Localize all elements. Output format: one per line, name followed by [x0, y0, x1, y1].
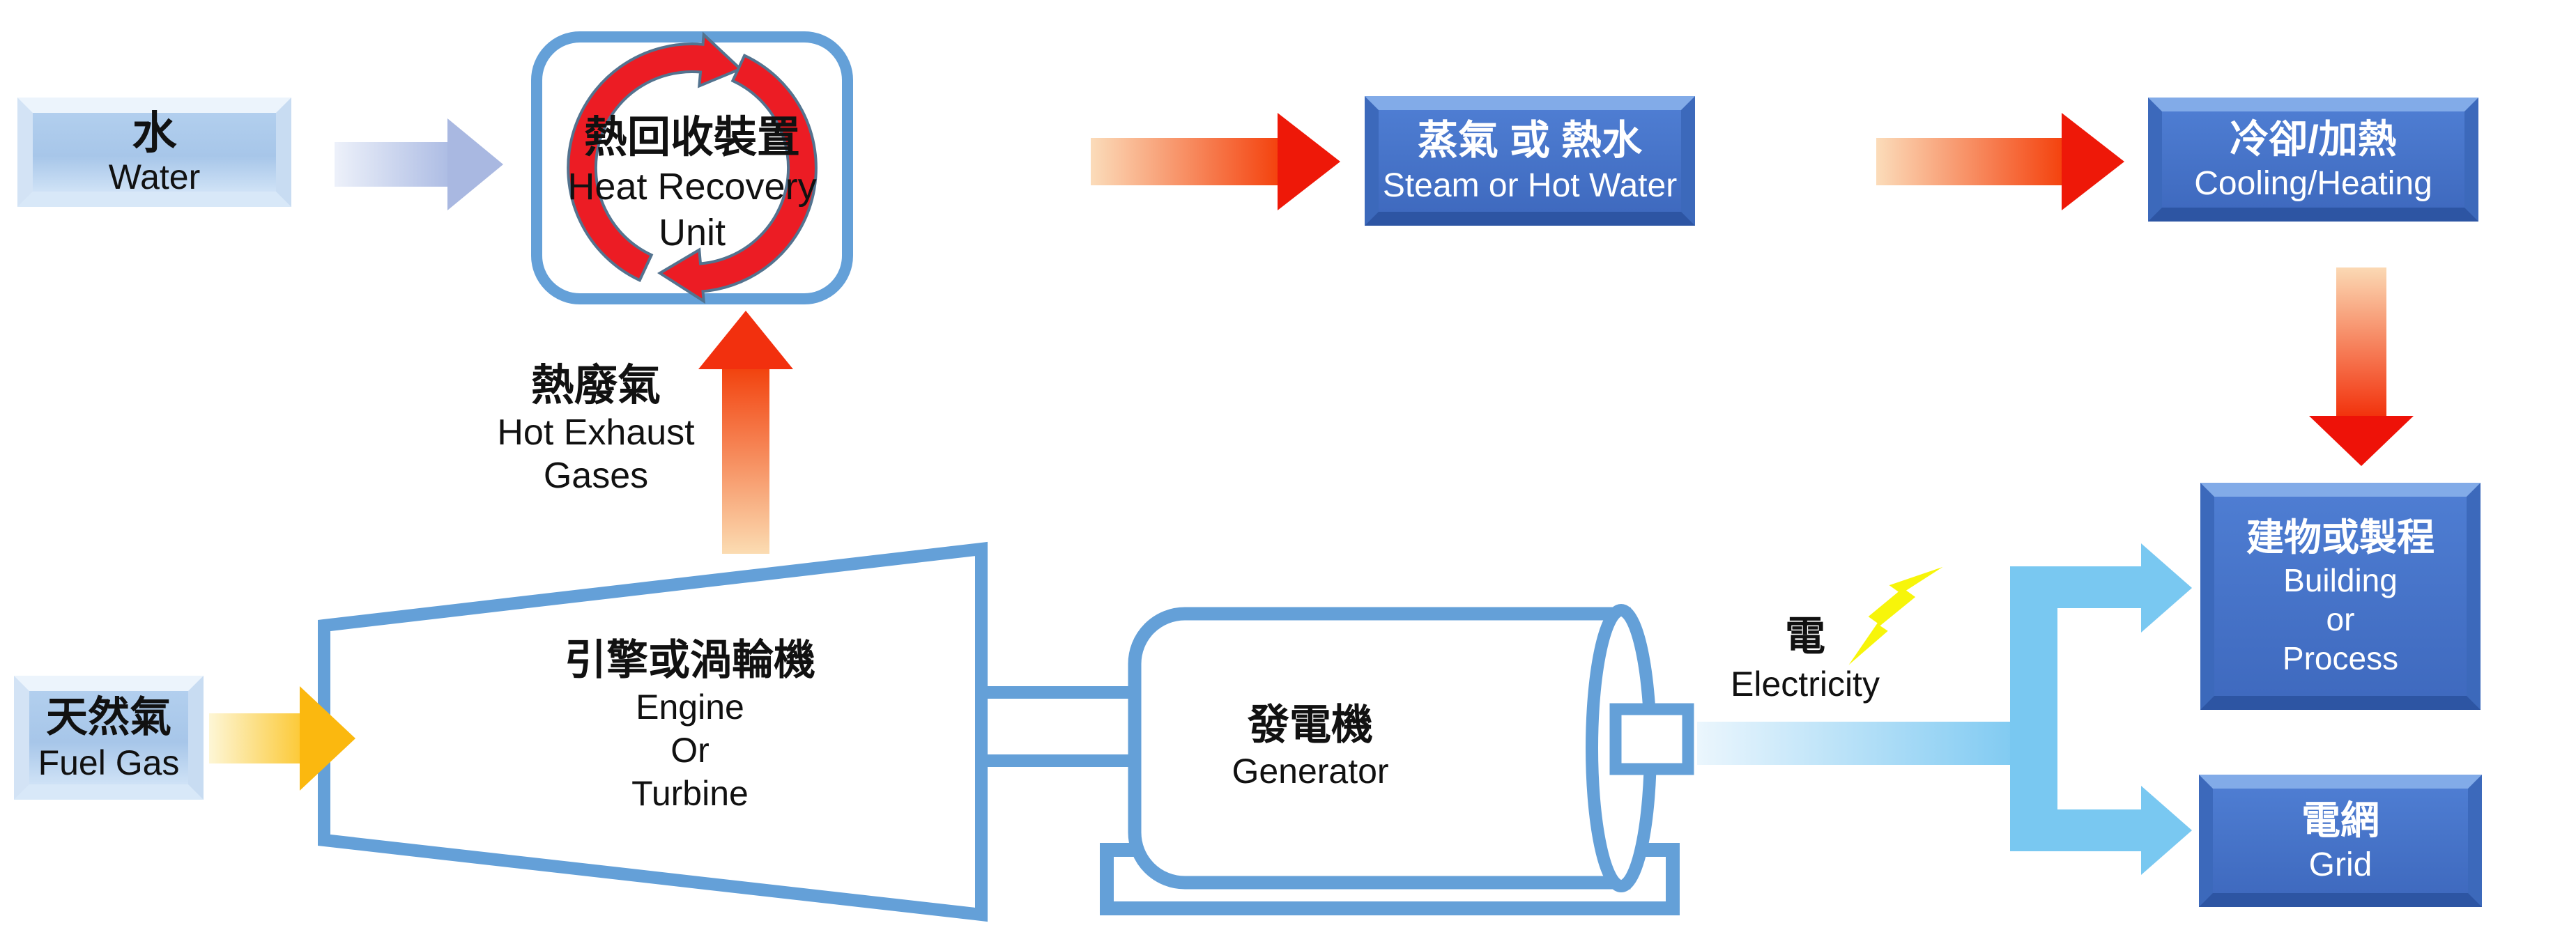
engine-label-en1: Engine [636, 688, 744, 727]
shaft-bar-top [979, 686, 1135, 699]
generator-cylinder [1128, 607, 1631, 890]
cooling-heating-box: 冷卻/加熱 Cooling/Heating [2148, 98, 2478, 222]
heat-recovery-label-en2: Unit [658, 212, 726, 254]
building-label-en2: or [2326, 601, 2355, 637]
heat-recovery-unit-box: 熱回收裝置 Heat Recovery Unit [531, 31, 853, 304]
electricity-label: 電 Electricity [1673, 610, 1938, 705]
electricity-label-zh: 電 [1784, 614, 1825, 659]
engine-label-en2: Or [670, 731, 710, 770]
heat-recovery-label-zh: 熱回收裝置 [583, 114, 800, 162]
water-box: 水 Water [17, 98, 291, 207]
fuel-gas-box: 天然氣 Fuel Gas [14, 676, 204, 800]
electricity-label-en: Electricity [1731, 665, 1880, 704]
water-label-en: Water [108, 157, 201, 196]
arrow-head [447, 118, 503, 210]
arrow-exhaust-to-heat-recovery [698, 311, 793, 554]
grid-box: 電網 Grid [2199, 775, 2482, 907]
arrow-body [335, 142, 447, 187]
grid-label-en: Grid [2308, 846, 2372, 883]
arrow-body [209, 713, 300, 763]
engine-label-zh: 引擎或渦輪機 [565, 637, 815, 683]
arrow-body [2336, 267, 2386, 416]
arrow-heat-recovery-to-steam [1091, 113, 1340, 210]
lightning-bolt-icon [1848, 566, 1943, 665]
exhaust-label-zh: 熱廢氣 [530, 362, 661, 410]
arrow-head [1278, 113, 1340, 210]
cycle-arrows-icon [567, 31, 818, 304]
engine-label-en3: Turbine [631, 774, 749, 813]
heat-recovery-labels: 熱回收裝置 Heat Recovery Unit [531, 112, 853, 256]
arrow-water-to-heat-recovery [335, 118, 503, 210]
generator-labels: 發電機 Generator [1143, 701, 1478, 793]
arrow-head [2309, 416, 2414, 466]
fuel-label-zh: 天然氣 [46, 694, 171, 740]
electricity-branch-bottom-arm [2057, 809, 2141, 851]
arrow-electricity-to-building [2141, 543, 2192, 633]
arrow-steam-to-cooling [1876, 113, 2124, 210]
cooling-label-zh: 冷卻/加熱 [2230, 117, 2397, 161]
arrow-body [1091, 138, 1278, 185]
arrow-head [698, 311, 793, 369]
steam-box: 蒸氣 或 熱水 Steam or Hot Water [1365, 96, 1695, 226]
generator-label-zh: 發電機 [1248, 701, 1373, 748]
shaft-bar-bottom [979, 754, 1135, 767]
arrow-cooling-to-building [2309, 267, 2414, 466]
building-label-en3: Process [2282, 640, 2399, 676]
arrow-electricity-to-grid [2141, 786, 2192, 875]
generator-terminal [1609, 703, 1694, 775]
heat-recovery-border [531, 31, 853, 304]
electricity-branch-trunk [2010, 566, 2057, 851]
steam-label-en: Steam or Hot Water [1382, 167, 1678, 204]
building-label-zh: 建物或製程 [2246, 517, 2435, 559]
arrow-head [2062, 113, 2124, 210]
arrow-head [300, 686, 355, 791]
arrow-body [722, 369, 769, 554]
exhaust-label: 熱廢氣 Hot Exhaust Gases [446, 361, 746, 497]
electricity-branch-top-arm [2057, 566, 2141, 608]
cooling-label-en: Cooling/Heating [2194, 165, 2432, 202]
fuel-label-en: Fuel Gas [38, 743, 180, 782]
grid-label-zh: 電網 [2301, 798, 2379, 842]
building-process-box: 建物或製程 Building or Process [2200, 483, 2481, 710]
water-label-zh: 水 [132, 107, 177, 158]
arrow-body [1876, 138, 2062, 185]
steam-label-zh: 蒸氣 或 熱水 [1417, 118, 1643, 163]
exhaust-label-en1: Hot Exhaust [497, 412, 695, 453]
arrow-fuel-to-engine [209, 686, 355, 791]
electricity-band [1697, 722, 2010, 765]
generator-label-en: Generator [1232, 752, 1389, 791]
heat-recovery-label-en1: Heat Recovery [567, 166, 817, 208]
exhaust-label-en2: Gases [543, 456, 649, 496]
building-label-en1: Building [2283, 562, 2398, 598]
engine-labels: 引擎或渦輪機 Engine Or Turbine [488, 635, 892, 815]
